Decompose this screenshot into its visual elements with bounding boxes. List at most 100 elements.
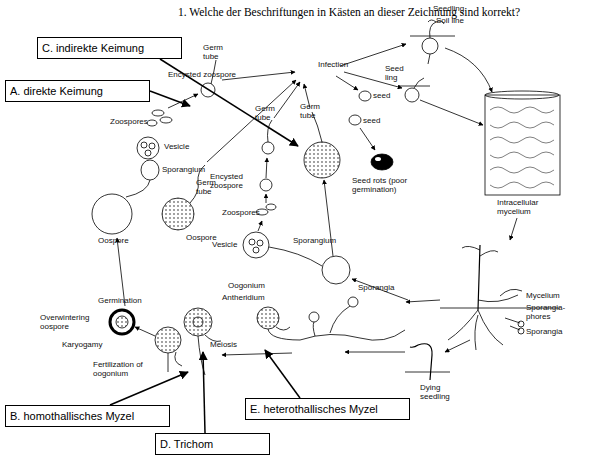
vesicle [243, 232, 269, 258]
antheridium [175, 352, 182, 366]
oogonium [155, 327, 181, 353]
seed [405, 88, 419, 102]
sporangium [348, 297, 358, 307]
cycle-arrow [117, 238, 125, 306]
sporangium [518, 321, 524, 327]
label-box: C. indirekte Keimung [37, 37, 182, 59]
part-label: Vesicle [212, 240, 237, 249]
leader-arrows [110, 59, 300, 433]
part-label: seed [363, 116, 380, 125]
sporangium [304, 142, 340, 178]
part-label: Zoospores [222, 208, 260, 217]
oogonium [257, 307, 279, 329]
part-label: seed [373, 91, 390, 100]
cycle-arrow [336, 76, 358, 90]
part-label: Germ tube [300, 102, 325, 120]
zoospore [141, 142, 147, 148]
oosphere [193, 317, 203, 327]
part-label: Encysted zoospore [168, 70, 236, 79]
hypha [198, 336, 205, 375]
seedling-seed [422, 38, 438, 54]
cycle-arrow [266, 194, 267, 203]
part-label: Germination [98, 296, 142, 305]
soil-line [410, 36, 455, 37]
part-label: Oogonium [228, 281, 265, 290]
hypha [330, 306, 350, 333]
part-label: Oospore [98, 236, 129, 245]
box-text: D. Trichom [160, 434, 265, 454]
part-label: Sporangia- phores [526, 303, 570, 321]
cycle-arrow [258, 221, 262, 231]
part-label: Germ tube [203, 43, 228, 61]
hypha [269, 247, 322, 266]
plant-leaves [462, 246, 498, 256]
sporangium [309, 312, 319, 322]
label-box: B. homothallisches Myzel [5, 405, 170, 427]
middle-cycle [243, 44, 408, 352]
hypha [300, 330, 405, 340]
zoospore [253, 247, 259, 253]
leader-arrow [203, 352, 205, 433]
antheridium [276, 327, 290, 330]
part-label: Sporangia [526, 327, 562, 336]
cycle-arrow [207, 80, 296, 162]
soil-line [398, 86, 430, 87]
cycle-arrow [266, 158, 267, 178]
label-box: D. Trichom [155, 433, 270, 455]
part-label: Intracellular mycelium [497, 198, 552, 216]
zoospore [266, 204, 276, 210]
cycle-arrow [352, 279, 408, 300]
tissue-top [485, 91, 559, 99]
part-label: Dying seedling [420, 383, 460, 401]
hypha [268, 329, 300, 340]
part-label: Seed ling [385, 64, 407, 82]
plant-roots [448, 295, 518, 350]
part-label: Sporangium [293, 236, 336, 245]
cycle-arrow [135, 327, 155, 336]
part-label: Zoospores [110, 117, 148, 126]
zoospore [160, 117, 172, 123]
part-label: Soil line [436, 16, 464, 25]
cycle-arrow [222, 353, 292, 355]
leader-arrow [150, 91, 190, 106]
cycle-arrow [168, 94, 198, 108]
dying-seedling [410, 344, 432, 380]
part-label: Germ tube [255, 104, 280, 122]
sporangium [518, 328, 524, 334]
hypha [168, 353, 169, 372]
vesicle [137, 137, 159, 159]
sporangium [141, 160, 159, 180]
box-text: E. heterothallisches Myzel [250, 399, 405, 419]
part-label: Vesicle [164, 142, 189, 151]
hypha [313, 322, 315, 336]
part-label: Antheridium [222, 293, 265, 302]
tissue-block [485, 95, 560, 195]
oogonium [184, 308, 212, 336]
seed [359, 91, 371, 101]
zoospore [145, 150, 151, 156]
seedling-shoot [414, 78, 424, 88]
part-label: Karyogamy [62, 340, 102, 349]
rot-spot [375, 157, 381, 161]
part-label: Meiosis [210, 340, 237, 349]
zoospore [147, 120, 157, 126]
box-text: A. direkte Keimung [10, 81, 145, 101]
hyphae [500, 289, 522, 330]
oospore [162, 198, 194, 230]
leader-arrow [265, 350, 300, 398]
seedling-shoot [430, 22, 436, 38]
seedling-root [428, 54, 430, 64]
zoospore [149, 143, 155, 149]
cycle-arrow [274, 82, 300, 118]
box-text: B. homothallisches Myzel [10, 406, 165, 426]
cycle-arrow [445, 340, 470, 352]
part-label: Infection [318, 60, 348, 69]
cycle-arrow [445, 48, 492, 92]
zoospore [257, 240, 263, 246]
zoospore [249, 239, 255, 245]
box-text: C. indirekte Keimung [42, 38, 177, 58]
germ-tube [268, 120, 273, 142]
soil-line [405, 372, 450, 373]
